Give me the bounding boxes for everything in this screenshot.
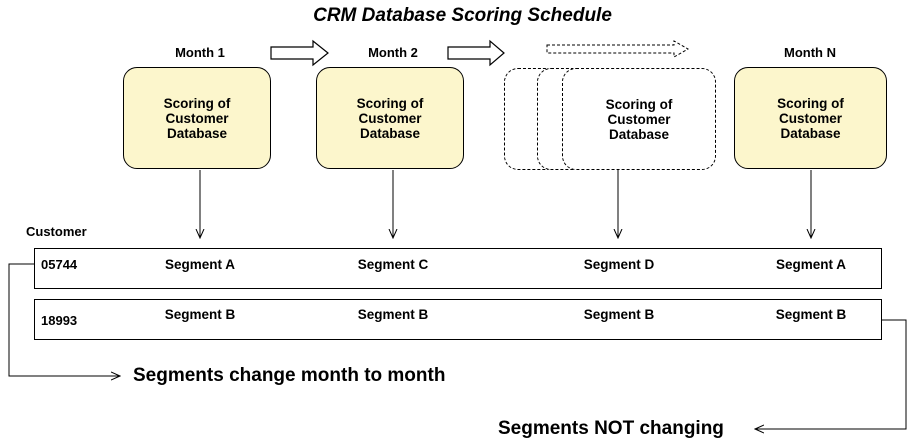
scoring-box-text: Scoring of Customer Database bbox=[605, 96, 673, 142]
month-n-label: Month N bbox=[784, 45, 836, 60]
segment-cell: Segment B bbox=[583, 307, 655, 322]
customer-id: 05744 bbox=[41, 257, 78, 272]
scoring-box-month-n: Scoring of Customer Database bbox=[734, 67, 887, 169]
segment-cell: Segment B bbox=[357, 307, 429, 322]
segment-cell: Segment B bbox=[775, 307, 847, 322]
block-arrow-3-dashed bbox=[546, 40, 690, 58]
scoring-box-text: Scoring of Customer Database bbox=[777, 95, 844, 141]
month-1-label: Month 1 bbox=[175, 45, 225, 60]
block-arrow-1 bbox=[270, 39, 329, 67]
change-connector bbox=[8, 263, 120, 376]
segment-cell: Segment B bbox=[164, 307, 236, 322]
scoring-box-month-2: Scoring of Customer Database bbox=[316, 67, 464, 169]
diagram-title: CRM Database Scoring Schedule bbox=[313, 5, 612, 26]
month-2-label: Month 2 bbox=[368, 45, 418, 60]
segment-cell: Segment D bbox=[583, 257, 655, 272]
segment-cell: Segment C bbox=[357, 257, 429, 272]
customer-row bbox=[34, 248, 882, 289]
scoring-box-intermediate: Scoring of Customer Database bbox=[562, 68, 716, 170]
customer-id: 18993 bbox=[41, 313, 78, 328]
not-changing-connector bbox=[755, 319, 907, 429]
segment-cell: Segment A bbox=[775, 257, 846, 272]
customer-row bbox=[34, 299, 882, 340]
customer-header: Customer bbox=[26, 224, 87, 239]
scoring-box-text: Scoring of Customer Database bbox=[163, 95, 231, 141]
block-arrow-2 bbox=[447, 39, 505, 67]
segments-not-changing-note: Segments NOT changing bbox=[498, 418, 724, 439]
segment-cell: Segment A bbox=[164, 257, 235, 272]
scoring-box-text: Scoring of Customer Database bbox=[356, 95, 424, 141]
scoring-box-month-1: Scoring of Customer Database bbox=[123, 67, 271, 169]
segments-change-note: Segments change month to month bbox=[133, 365, 446, 386]
